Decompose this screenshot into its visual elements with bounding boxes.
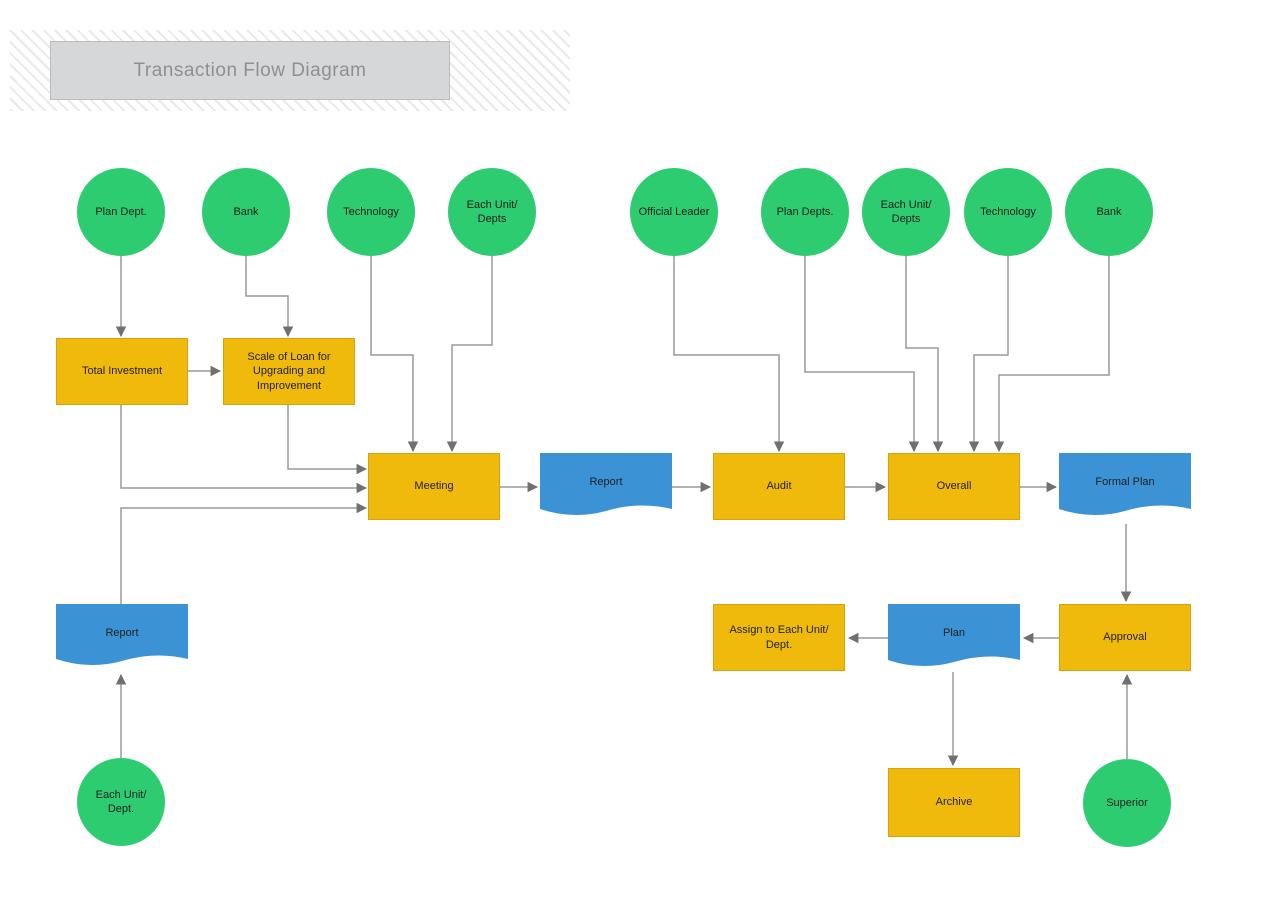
node-label-bank-left: Bank xyxy=(233,205,259,218)
node-label-bank-right: Bank xyxy=(1096,205,1122,218)
node-meeting: Meeting xyxy=(368,453,500,520)
node-audit: Audit xyxy=(713,453,845,520)
node-label-total-investment: Total Investment xyxy=(81,365,163,378)
node-report-left: Report xyxy=(56,604,188,670)
node-assign-to-each-unit: Assign to Each Unit/ Dept. xyxy=(713,604,845,671)
document-shape xyxy=(888,604,1020,667)
node-official-leader: Official Leader xyxy=(630,168,718,256)
node-label-meeting: Meeting xyxy=(414,480,454,493)
node-label-scale-of-loan: Scale of Loan for Upgrading and Improvem… xyxy=(247,351,331,392)
edge-technology-left-to-meeting xyxy=(370,256,419,453)
node-label-plan-doc: Plan xyxy=(942,627,966,640)
node-approval: Approval xyxy=(1059,604,1191,671)
edge-plan-depts-to-overall xyxy=(804,256,920,453)
edge-technology-right-to-overall xyxy=(968,256,1009,453)
node-label-report-left: Report xyxy=(105,626,139,639)
edge-total-investment-to-meeting xyxy=(120,405,368,494)
node-label-each-unit-dept-bottom: Each Unit/ Dept. xyxy=(95,788,147,815)
node-each-unit-dept-bottom: Each Unit/ Dept. xyxy=(77,758,165,846)
document-shape xyxy=(540,453,672,516)
node-technology-right: Technology xyxy=(964,168,1052,256)
node-label-plan-dept-left: Plan Dept. xyxy=(95,205,147,218)
node-bank-left: Bank xyxy=(202,168,290,256)
edge-each-unit-left-to-meeting xyxy=(446,256,493,453)
node-formal-plan: Formal Plan xyxy=(1059,453,1191,520)
node-plan-depts-right: Plan Depts. xyxy=(761,168,849,256)
node-label-approval: Approval xyxy=(1103,631,1147,644)
node-label-audit: Audit xyxy=(766,480,792,493)
node-label-superior: Superior xyxy=(1106,796,1148,809)
edge-official-leader-to-audit xyxy=(673,256,785,453)
node-label-archive: Archive xyxy=(935,796,973,809)
node-total-investment: Total Investment xyxy=(56,338,188,405)
node-plan-dept-left: Plan Dept. xyxy=(77,168,165,256)
document-shape xyxy=(56,604,188,666)
node-superior: Superior xyxy=(1083,759,1171,847)
node-label-technology-left: Technology xyxy=(343,205,399,218)
diagram-title-text: Transaction Flow Diagram xyxy=(133,59,367,81)
edge-bank-to-scale-of-loan xyxy=(245,256,294,338)
node-label-formal-plan: Formal Plan xyxy=(1095,476,1155,489)
node-overall: Overall xyxy=(888,453,1020,520)
node-scale-of-loan: Scale of Loan for Upgrading and Improvem… xyxy=(223,338,355,405)
edge-report-left-to-meeting xyxy=(120,502,368,604)
node-label-overall: Overall xyxy=(936,480,972,493)
document-shape xyxy=(1059,453,1191,516)
edge-each-unit-right-to-overall xyxy=(905,256,944,453)
edge-bank-right-to-overall xyxy=(993,256,1110,453)
node-label-technology-right: Technology xyxy=(980,205,1036,218)
node-report-center: Report xyxy=(540,453,672,520)
edge-scale-of-loan-to-meeting xyxy=(287,405,368,475)
node-bank-right: Bank xyxy=(1065,168,1153,256)
node-label-each-unit-depts-right: Each Unit/ Depts xyxy=(880,198,932,225)
node-label-each-unit-depts-left: Each Unit/ Depts xyxy=(466,198,518,225)
node-each-unit-depts-right: Each Unit/ Depts xyxy=(862,168,950,256)
node-label-plan-depts-right: Plan Depts. xyxy=(776,205,834,218)
node-label-assign-to-each-unit: Assign to Each Unit/ Dept. xyxy=(729,624,829,651)
node-archive: Archive xyxy=(888,768,1020,837)
node-each-unit-depts-left: Each Unit/ Depts xyxy=(448,168,536,256)
diagram-title: Transaction Flow Diagram xyxy=(50,41,450,100)
node-technology-left: Technology xyxy=(327,168,415,256)
node-plan-doc: Plan xyxy=(888,604,1020,671)
node-label-official-leader: Official Leader xyxy=(638,205,710,218)
node-label-report-center: Report xyxy=(589,476,623,489)
